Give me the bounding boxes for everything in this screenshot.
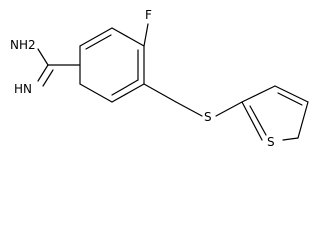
atom-label-fluorine: F bbox=[145, 8, 152, 22]
bond-ring-c2-c3 bbox=[79, 27, 113, 47]
atom-label-sulfur-thiophene: S bbox=[267, 135, 275, 149]
amidine-group bbox=[37, 48, 81, 87]
atom-label-nh: HN bbox=[14, 82, 32, 96]
bond-ring-double-inner-1 bbox=[85, 34, 112, 50]
bond-ring-to-ch2 bbox=[143, 83, 177, 103]
bond-amidine-c-nh-2 bbox=[42, 69, 54, 87]
methylene-thioether-linker bbox=[143, 83, 243, 117]
bond-thiophene-c3-c4 bbox=[274, 85, 309, 103]
bond-thiophene-double-inner-2 bbox=[277, 92, 303, 106]
bond-ring-double-inner-2 bbox=[111, 79, 139, 96]
bond-thiophene-s-c2 bbox=[241, 101, 263, 141]
atom-label-nh2: NH2 bbox=[10, 38, 36, 52]
bond-ring-c1-c2 bbox=[111, 27, 145, 47]
bond-sulfur-to-thiophene bbox=[215, 101, 243, 117]
bond-ring-c5-c6 bbox=[111, 83, 145, 103]
bond-thiophene-c2-c3 bbox=[241, 85, 276, 103]
bond-thiophene-double-inner-1 bbox=[249, 105, 267, 136]
bond-ch2-to-sulfur bbox=[175, 101, 203, 117]
chemical-structure: NH2 HN F S S bbox=[10, 8, 309, 149]
bond-amidine-c-nh-1 bbox=[37, 64, 49, 82]
thiophene-ring bbox=[241, 85, 309, 141]
benzene-ring bbox=[79, 27, 145, 103]
bond-thiophene-c5-s bbox=[282, 137, 299, 141]
bond-thiophene-c4-c5 bbox=[297, 101, 309, 139]
atom-label-sulfur-linker: S bbox=[204, 110, 212, 124]
bond-amidine-c-nh2 bbox=[37, 48, 49, 66]
bond-ring-to-fluorine bbox=[143, 23, 149, 47]
bond-ring-c4-c5 bbox=[79, 83, 113, 103]
